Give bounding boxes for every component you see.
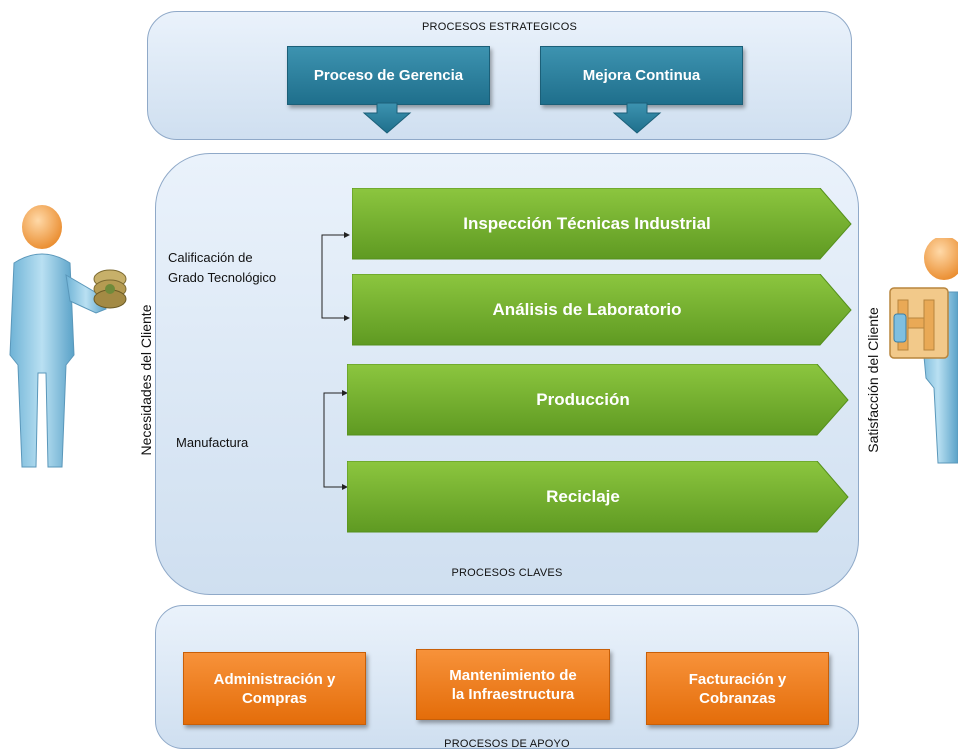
manufacturing-label: Manufactura	[176, 435, 249, 450]
recycling-arrow-shape	[347, 461, 849, 533]
inspection-arrow: Inspección Técnicas Industrial	[352, 188, 852, 260]
billing-box: Facturación y Cobranzas	[646, 652, 829, 725]
grade-qualification-line1: Calificación de	[168, 250, 253, 265]
recycling-arrow: Reciclaje	[347, 461, 849, 533]
laboratory-arrow: Análisis de Laboratorio	[352, 274, 852, 346]
recycling-label: Reciclaje	[546, 487, 620, 506]
management-process-box: Proceso de Gerencia	[287, 46, 490, 105]
inspection-arrow-shape	[352, 188, 852, 260]
administration-line2: Compras	[241, 689, 307, 707]
laboratory-label: Análisis de Laboratorio	[492, 300, 682, 319]
laboratory-arrow-shape	[352, 274, 852, 346]
grade-qualification-label: Calificación de Grado Tecnológico	[168, 248, 276, 288]
continuous-improvement-box: Mejora Continua	[540, 46, 743, 105]
billing-line1: Facturación y	[688, 670, 787, 688]
inspection-label: Inspección Técnicas Industrial	[463, 214, 711, 233]
production-arrow: Producción	[347, 364, 849, 436]
maintenance-line2: la Infraestructura	[451, 685, 575, 703]
customer-figure-icon	[9, 205, 127, 468]
management-process-label: Proceso de Gerencia	[313, 67, 464, 84]
administration-box: Administración y Compras	[183, 652, 366, 725]
production-arrow-shape	[347, 364, 849, 436]
key-processes-title: PROCESOS CLAVES	[451, 567, 563, 579]
production-label: Producción	[536, 390, 630, 409]
strategic-processes-title: PROCESOS ESTRATEGICOS	[422, 21, 577, 33]
continuous-improvement-label: Mejora Continua	[582, 67, 701, 84]
customer-needs-label: Necesidades del Cliente	[138, 304, 154, 456]
satisfied-customer-figure-icon	[889, 238, 958, 464]
grade-qualification-line2: Grado Tecnológico	[168, 270, 277, 285]
billing-line2: Cobranzas	[699, 689, 776, 707]
support-processes-title: PROCESOS DE APOYO	[444, 738, 570, 750]
maintenance-box: Mantenimiento de la Infraestructura	[416, 649, 610, 720]
maintenance-line1: Mantenimiento de	[449, 666, 577, 684]
administration-line1: Administración y	[213, 670, 336, 688]
